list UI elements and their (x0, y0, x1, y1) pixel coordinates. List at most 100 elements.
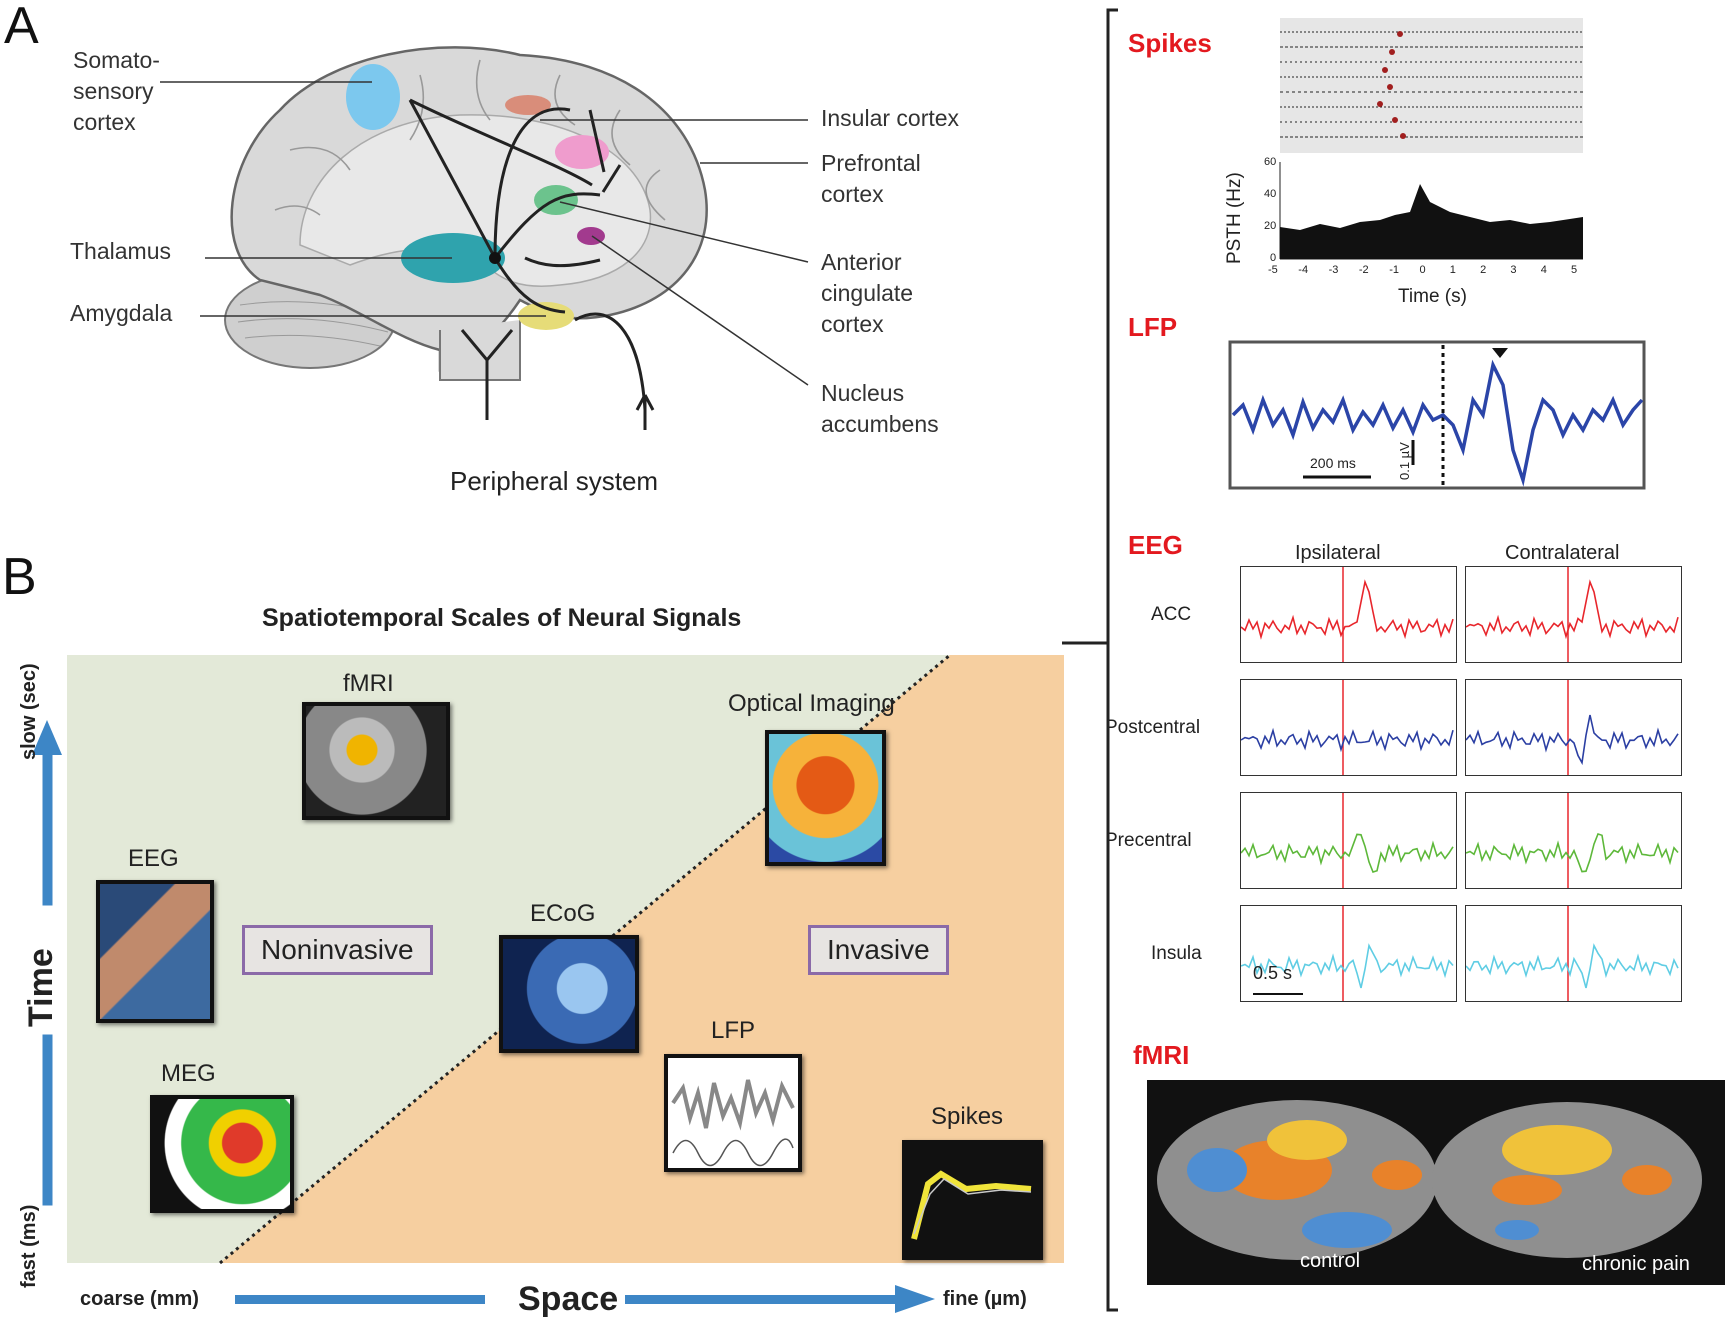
optical-thumb (765, 730, 886, 866)
sulci (274, 59, 666, 221)
label-somatosensory-line1: Somato- (73, 47, 160, 73)
eeg-trace (1465, 943, 1679, 989)
eeg-trace (1240, 727, 1454, 753)
label-prefrontal-line1: Prefrontal (821, 150, 921, 176)
eeg-heading: EEG (1128, 530, 1183, 560)
meg-label: MEG (161, 1060, 216, 1087)
eeg-trace (1240, 579, 1454, 640)
spikes-panel (1279, 18, 1583, 260)
eeg-trace-svg (1465, 680, 1679, 775)
lfp-thumb-trace (671, 1079, 795, 1167)
psth-xlabel: Time (s) (1398, 286, 1467, 307)
meg-thumb (150, 1095, 294, 1213)
psth-xtick: 2 (1480, 264, 1487, 276)
x-space-label: Space (518, 1280, 619, 1318)
psth-xtick: 3 (1510, 264, 1517, 276)
lfp-peak-marker (1492, 348, 1508, 358)
label-nacc-line2: accumbens (821, 411, 939, 437)
fmri-label: fMRI (343, 670, 394, 697)
eeg-trace-svg (1465, 793, 1679, 888)
prefrontal-region (555, 135, 609, 169)
psth-ylabel: PSTH (Hz) (1224, 172, 1245, 264)
psth-xtick: -5 (1268, 264, 1278, 276)
eeg-trace (1465, 579, 1679, 640)
brain-diagram (160, 46, 809, 430)
eeg-row-label: Postcentral (1105, 717, 1201, 738)
lfp-scale-time: 200 ms (1310, 455, 1356, 471)
raster-red-marks (1377, 31, 1406, 139)
label-thalamus: Thalamus (70, 238, 171, 264)
fmri-panel (1147, 1080, 1725, 1285)
eeg-row-label: Precentral (1105, 830, 1192, 851)
eeg-scale-label: 0.5 s (1253, 963, 1293, 983)
eeg-mod-label: EEG (128, 845, 179, 872)
spikes-heading: Spikes (1128, 28, 1212, 58)
panel-b-title: Spatiotemporal Scales of Neural Signals (262, 604, 742, 632)
psth-xtick: -1 (1389, 264, 1399, 276)
eeg-trace (1240, 833, 1454, 873)
ecog-thumb (499, 935, 639, 1053)
label-somatosensory-line3: cortex (73, 109, 136, 135)
label-somatosensory-line2: sensory (73, 78, 154, 104)
optical-label: Optical Imaging (728, 690, 895, 717)
x-coarse-label: coarse (mm) (80, 1288, 199, 1310)
eeg-trace-svg (1465, 906, 1679, 1001)
label-acc-line1: Anterior (821, 249, 902, 275)
label-somatosensory: Somato- sensory cortex (73, 45, 160, 138)
eeg-trace (1240, 943, 1454, 989)
label-nucleus-accumbens: Nucleus accumbens (821, 378, 939, 440)
panel-b-letter: B (2, 548, 37, 606)
label-prefrontal-line2: cortex (821, 181, 884, 207)
spikes-mod-label: Spikes (931, 1103, 1004, 1130)
eeg-trace-svg (1240, 567, 1454, 662)
eeg-col-contralateral: Contralateral (1505, 542, 1620, 564)
label-nacc-line1: Nucleus (821, 380, 905, 406)
noninvasive-box: Noninvasive (242, 925, 433, 975)
psth-ytick-60: 60 (1264, 156, 1277, 168)
time-axis-arrow (32, 720, 62, 1206)
lfp-heading: LFP (1128, 312, 1178, 342)
spikes-thumb-trace (911, 1170, 1032, 1240)
label-prefrontal: Prefrontal cortex (821, 148, 921, 210)
psth-ytick-20: 20 (1264, 220, 1277, 232)
label-insular: Insular cortex (821, 105, 960, 131)
eeg-trace (1465, 833, 1679, 873)
eeg-row-label: Insula (1151, 943, 1202, 964)
y-slow-label: slow (sec) (18, 663, 40, 760)
chronic-pain-brain (1432, 1102, 1702, 1258)
eeg-trace-svg (1240, 793, 1454, 888)
psth-bars (1280, 184, 1583, 259)
label-peripheral-system: Peripheral system (450, 466, 659, 496)
psth-xtick: 4 (1540, 264, 1547, 276)
lfp-trace (1231, 359, 1644, 487)
thalamus-node (489, 252, 501, 264)
label-leaders (160, 81, 809, 386)
eeg-trace-svg (1240, 680, 1454, 775)
label-acc-line3: cortex (821, 311, 884, 337)
space-axis-arrow (235, 1285, 935, 1313)
psth-xtick: -2 (1358, 264, 1369, 276)
eeg-trace-svg (1240, 906, 1454, 1001)
ecog-label: ECoG (530, 900, 596, 927)
lfp-panel (1228, 340, 1646, 490)
fmri-caption-chronic-pain: chronic pain (1582, 1253, 1690, 1275)
eeg-trace (1465, 714, 1679, 766)
panel-a-letter: A (4, 0, 39, 55)
insular-region (505, 95, 551, 115)
spikes-thumb (902, 1140, 1043, 1260)
invasive-box: Invasive (808, 925, 949, 975)
fmri-heading: fMRI (1133, 1040, 1190, 1070)
eeg-thumb (96, 880, 214, 1023)
psth-xtick: -3 (1328, 264, 1339, 276)
psth-xtick: 1 (1449, 264, 1456, 276)
pathways (408, 98, 647, 411)
eeg-trace-box (1240, 679, 1457, 776)
eeg-trace-box (1465, 905, 1682, 1002)
psth-xtick: 0 (1419, 264, 1426, 276)
right-bracket (1062, 8, 1118, 1312)
somatosensory-region (346, 64, 400, 130)
eeg-trace-box (1465, 566, 1682, 663)
eeg-trace-svg (1465, 567, 1679, 662)
